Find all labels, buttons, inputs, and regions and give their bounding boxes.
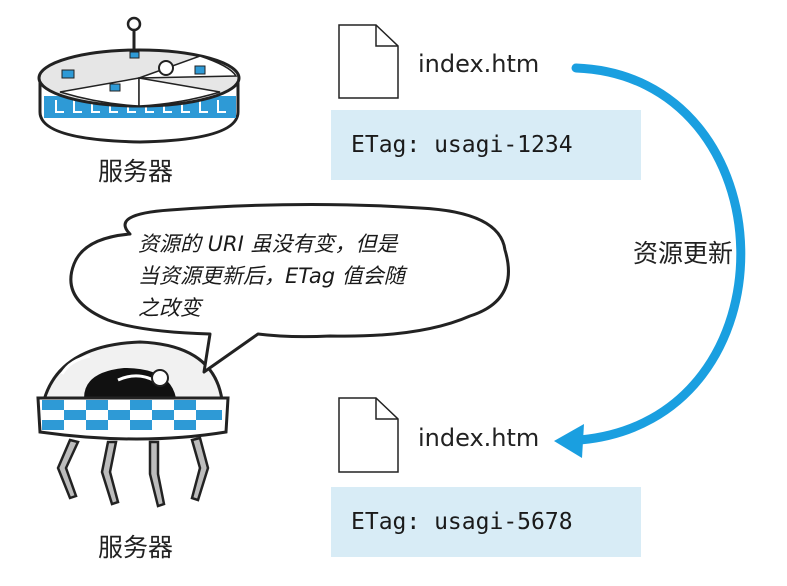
server-bottom-label: 服务器 [98, 533, 174, 562]
etag-box-top: ETag: usagi-1234 [331, 110, 641, 180]
file-icon-bottom [338, 397, 399, 473]
etag-value-top: ETag: usagi-1234 [351, 132, 573, 158]
bubble-line-2: 当资源更新后，ETag 值会随 [138, 264, 405, 288]
server-top-label: 服务器 [98, 157, 174, 186]
arrow-label: 资源更新 [633, 232, 734, 272]
file-name-top: index.htm [418, 50, 540, 78]
file-name-bottom: index.htm [418, 424, 540, 452]
bubble-line-1: 资源的 URI 虽没有变，但是 [138, 232, 398, 256]
file-icon-top [338, 24, 399, 99]
etag-box-bottom: ETag: usagi-5678 [331, 487, 641, 557]
bubble-text: 资源的 URI 虽没有变，但是 当资源更新后，ETag 值会随 之改变 [138, 228, 405, 324]
update-arrow [554, 63, 746, 458]
server-bottom-icon [36, 340, 230, 508]
bubble-line-3: 之改变 [138, 296, 201, 320]
speech-bubble [69, 202, 510, 374]
etag-value-bottom: ETag: usagi-5678 [351, 509, 573, 535]
server-top-icon [37, 16, 241, 144]
